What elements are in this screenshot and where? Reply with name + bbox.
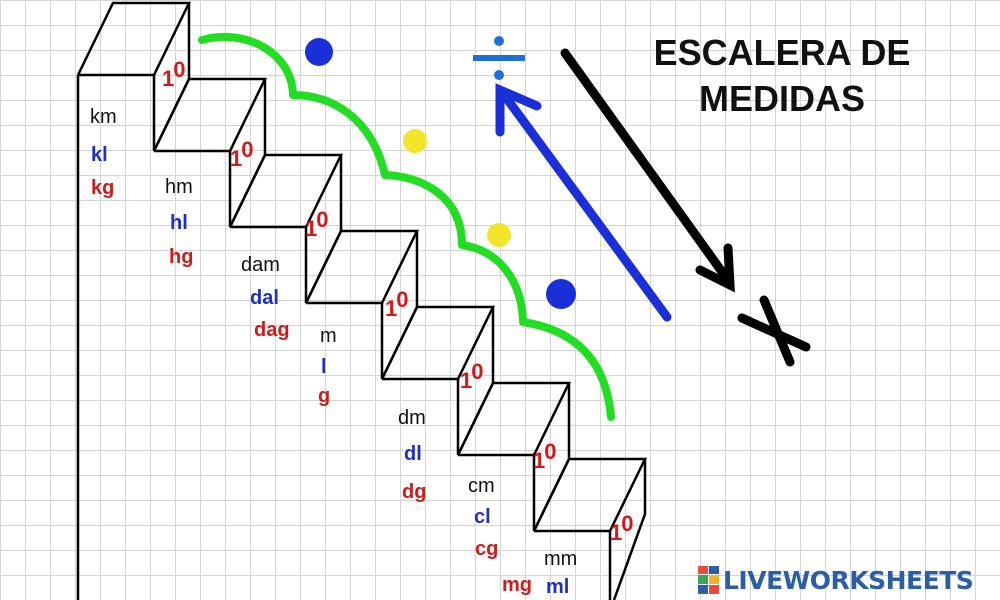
brand-logo: LIVEWORKSHEETS	[698, 565, 974, 595]
unit-label-volume: l	[321, 356, 327, 378]
factor-exponent: 0	[621, 511, 634, 536]
factor-base: 1	[230, 146, 243, 171]
unit-label-length: hm	[165, 176, 193, 198]
unit-label-length: km	[90, 106, 117, 128]
factor-base: 1	[533, 448, 546, 473]
multiply-sign-icon	[737, 295, 811, 367]
blue-dot	[546, 279, 576, 309]
factor-exponent: 0	[316, 207, 329, 232]
unit-label-mass: dag	[254, 319, 290, 341]
staircase	[76, 1, 647, 600]
arrow-up-left-icon	[495, 83, 672, 322]
factor-base: 1	[385, 296, 398, 321]
unit-label-volume: dl	[404, 443, 422, 465]
blue-dot	[305, 38, 333, 66]
factor-base: 1	[460, 368, 473, 393]
unit-label-mass: cg	[475, 538, 499, 560]
factor-exponent: 0	[173, 57, 186, 82]
unit-label-volume: cl	[474, 506, 491, 528]
unit-label-mass: dg	[402, 481, 427, 503]
step-factor-label: 10	[305, 209, 330, 241]
step-factor-label: 10	[230, 139, 255, 171]
yellow-dot	[403, 129, 427, 153]
unit-label-volume: dal	[250, 287, 279, 309]
unit-label-length: mm	[544, 548, 578, 570]
unit-label-length: dam	[241, 254, 280, 276]
unit-label-volume: ml	[546, 576, 570, 598]
unit-label-volume: kl	[91, 144, 108, 166]
unit-label-length: dm	[398, 407, 426, 429]
factor-exponent: 0	[396, 287, 409, 312]
arrow-down-right-icon	[560, 48, 735, 293]
factor-base: 1	[305, 216, 318, 241]
stair-back-edge	[612, 459, 647, 600]
divide-sign-icon	[473, 36, 525, 80]
unit-label-volume: hl	[170, 212, 188, 234]
unit-label-mass: mg	[502, 574, 532, 596]
liveworksheets-logo-icon	[698, 566, 719, 594]
step-factor-label: 10	[610, 513, 635, 545]
step-factor-label: 10	[533, 441, 558, 473]
factor-base: 1	[162, 66, 175, 91]
unit-label-mass: hg	[169, 246, 194, 268]
factor-exponent: 0	[544, 439, 557, 464]
page-title: ESCALERA DE MEDIDAS	[653, 32, 911, 119]
factor-exponent: 0	[471, 359, 484, 384]
unit-label-mass: g	[318, 385, 331, 407]
step-factor-label: 10	[385, 289, 410, 321]
factor-exponent: 0	[241, 137, 254, 162]
unit-label-mass: kg	[91, 177, 115, 199]
brand-name: LIVEWORKSHEETS	[723, 565, 974, 595]
step-factor-label: 10	[162, 59, 187, 91]
unit-label-length: cm	[468, 475, 495, 497]
yellow-dot	[487, 223, 511, 247]
factor-base: 1	[610, 520, 623, 545]
step-factor-label: 10	[460, 361, 485, 393]
green-curve	[198, 32, 615, 421]
unit-label-length: m	[320, 325, 337, 347]
